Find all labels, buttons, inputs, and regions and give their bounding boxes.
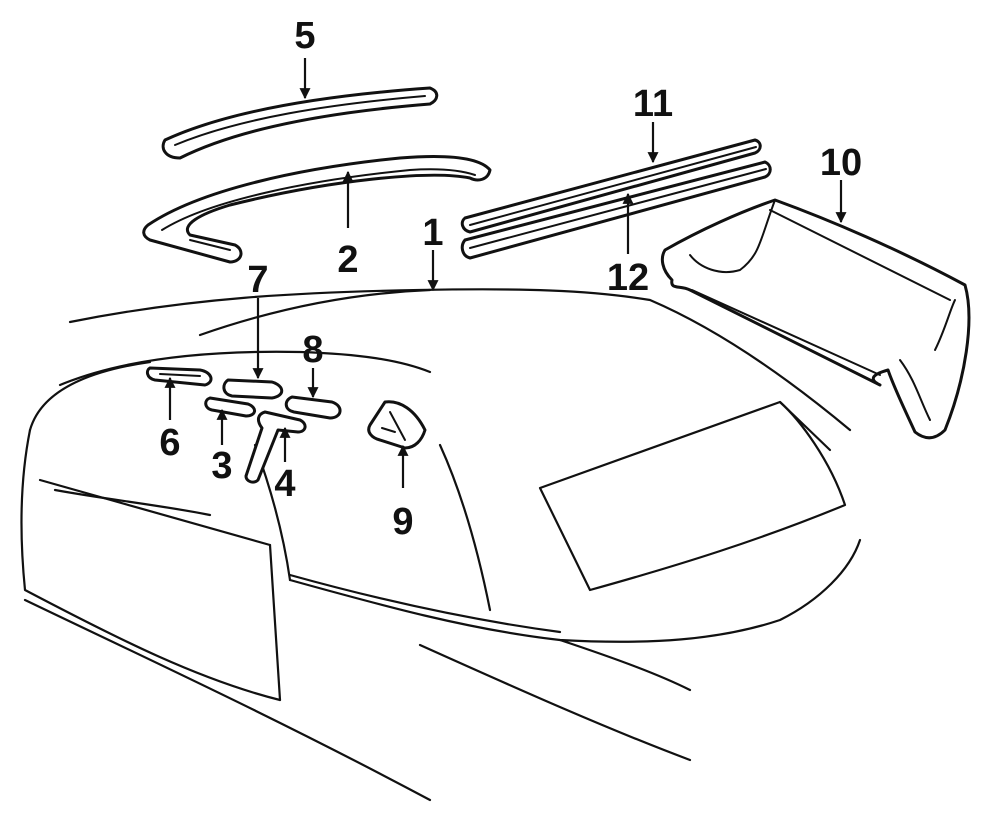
pillar-curve [28, 360, 152, 432]
body-trim-line [38, 478, 272, 547]
callout-7: 7 [247, 259, 268, 301]
part-3-clip [204, 396, 256, 418]
car-body [20, 288, 862, 802]
callout-3: 3 [211, 445, 232, 487]
body-left-side [20, 428, 282, 702]
callout-4: 4 [274, 463, 295, 505]
callout-5: 5 [294, 15, 315, 57]
door-line [268, 543, 282, 702]
part-2-rail-seal [142, 155, 492, 264]
callout-9: 9 [392, 501, 413, 543]
body-molding [53, 488, 212, 517]
roof-front-line [198, 288, 432, 337]
trunk-line-2 [558, 638, 692, 692]
rear-window [538, 400, 847, 592]
part-5-weatherstrip [161, 86, 439, 160]
trunk-line-1 [418, 643, 692, 762]
callout-2: 2 [337, 239, 358, 281]
part-12-strip [460, 160, 772, 260]
part-7-clip [222, 378, 284, 400]
part-10-boot [660, 198, 971, 440]
c-pillar-rear [438, 443, 492, 612]
callout-labels: 5 2 1 7 8 6 3 4 9 11 12 10 [159, 15, 862, 543]
roof-outline [68, 288, 852, 432]
part-11-strip [460, 138, 762, 234]
callout-8: 8 [302, 329, 323, 371]
callout-12: 12 [607, 257, 649, 299]
rear-window-inner [778, 400, 832, 452]
part-9-bracket [367, 400, 427, 450]
leader-lines [164, 58, 847, 488]
part-6-clip [145, 366, 213, 387]
callout-1: 1 [422, 212, 443, 254]
part-8-clip [284, 395, 342, 420]
rear-deck-line [58, 350, 432, 387]
window-opening-right [288, 538, 862, 643]
callout-10: 10 [820, 142, 862, 184]
callout-11: 11 [633, 83, 673, 125]
callout-6: 6 [159, 422, 180, 464]
body-lower-edge [23, 598, 432, 802]
belt-line [288, 573, 562, 634]
